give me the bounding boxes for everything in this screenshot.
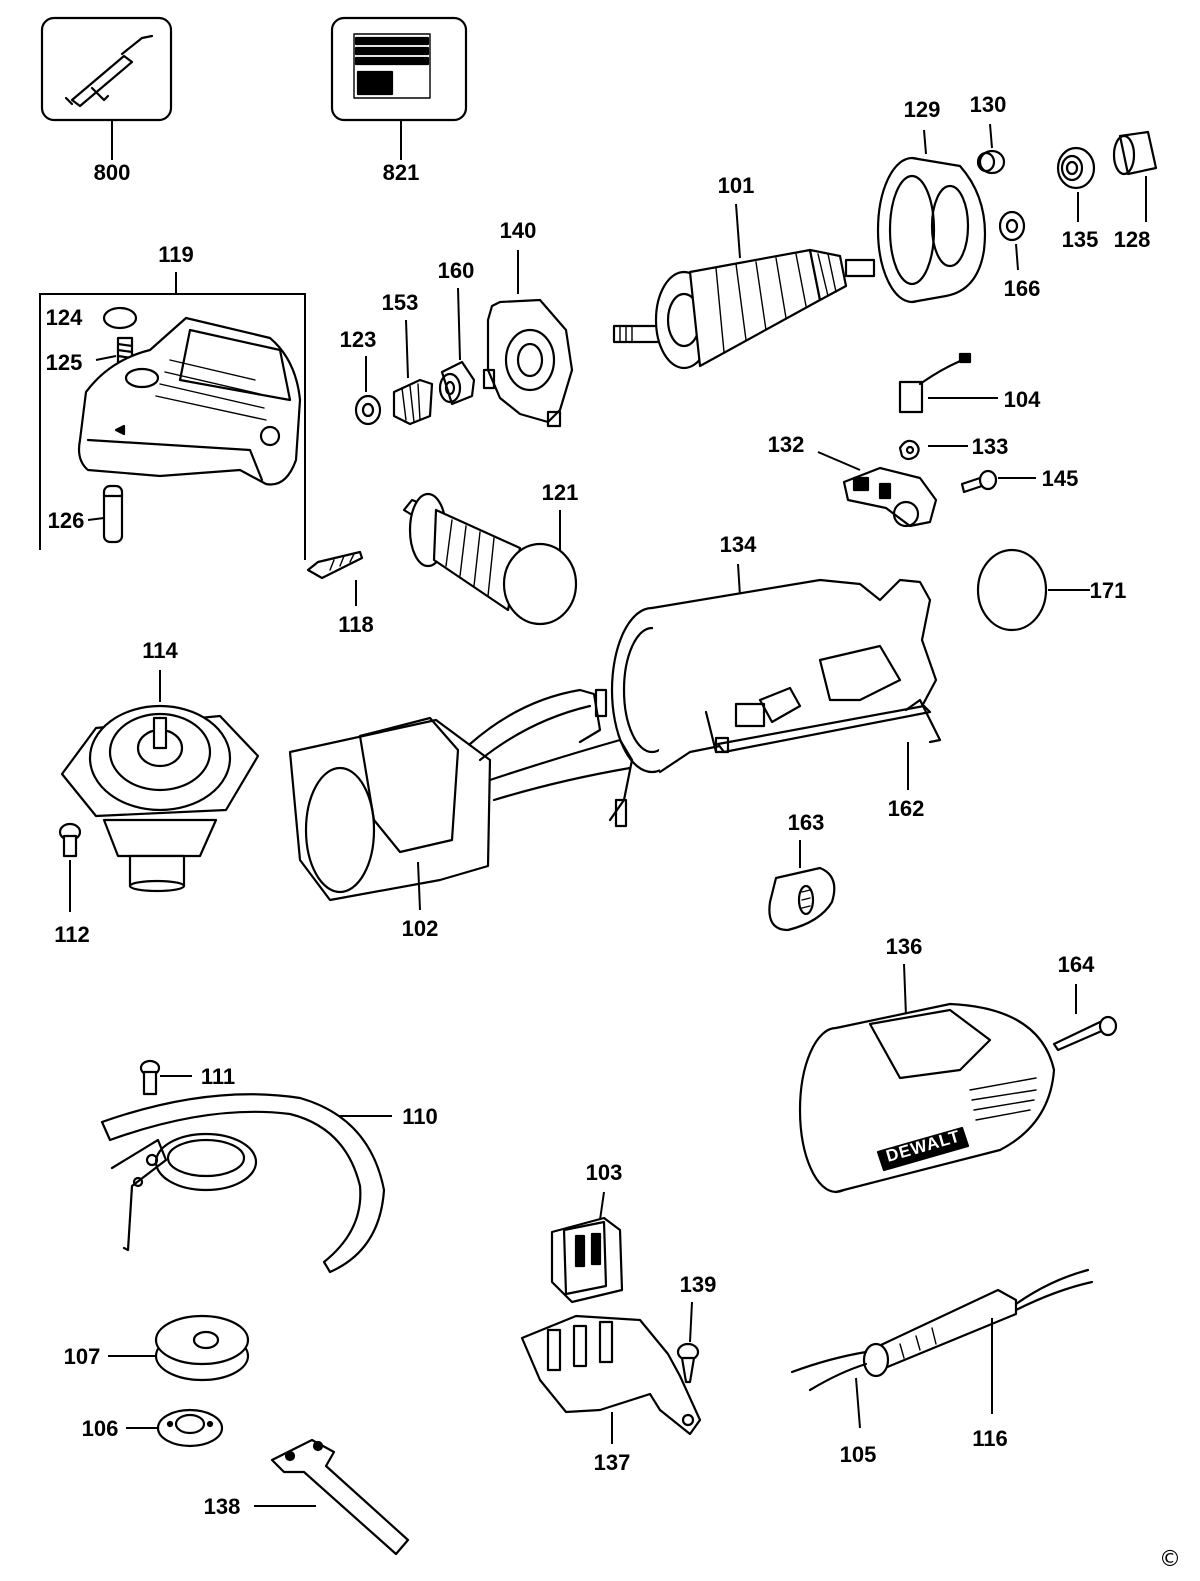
part-135-bearing	[1056, 146, 1096, 190]
part-800-tool-box	[40, 16, 173, 122]
part-139-screw	[676, 1342, 700, 1384]
part-102-field	[288, 688, 634, 902]
label-164: 164	[1058, 952, 1095, 977]
label-106: 106	[82, 1416, 119, 1441]
part-130-bushing	[976, 149, 1006, 175]
label-126: 126	[48, 508, 85, 533]
label-103: 103	[586, 1160, 623, 1185]
part-112-screw	[58, 822, 82, 858]
label-800: 800	[94, 160, 131, 185]
part-160-bearing	[438, 360, 476, 406]
part-137-switch-housing	[520, 1314, 702, 1436]
part-126-pin	[102, 484, 124, 544]
label-138: 138	[204, 1494, 241, 1519]
part-171-ring	[976, 548, 1048, 632]
part-118-screw	[306, 550, 364, 580]
part-123-nut	[354, 394, 382, 426]
label-105: 105	[840, 1442, 877, 1467]
part-116-cord	[790, 1268, 1094, 1392]
part-101-armature	[612, 248, 876, 370]
part-166-washer	[998, 210, 1026, 242]
label-166: 166	[1004, 276, 1041, 301]
label-136: 136	[886, 934, 923, 959]
part-128-sleeve	[1112, 130, 1158, 176]
label-821: 821	[383, 160, 420, 185]
part-138-wrench	[270, 1438, 410, 1556]
label-129: 129	[904, 97, 941, 122]
part-133-spring	[898, 439, 920, 461]
part-114-gear-head	[60, 704, 260, 893]
part-132-brush-holder	[842, 466, 938, 528]
part-162-cable-clip	[714, 698, 942, 754]
part-124-o-ring	[102, 306, 138, 330]
label-140: 140	[500, 218, 537, 243]
part-136-rear-cover	[798, 1002, 1056, 1194]
part-111-screw	[139, 1059, 161, 1096]
part-140-baffle	[482, 298, 574, 428]
label-101: 101	[718, 173, 755, 198]
label-123: 123	[340, 327, 377, 352]
label-118: 118	[338, 612, 374, 637]
label-102: 102	[402, 916, 439, 941]
label-110: 110	[402, 1104, 438, 1129]
label-160: 160	[438, 258, 475, 283]
part-104-brush	[898, 352, 972, 414]
part-145-screw	[960, 469, 998, 494]
label-135: 135	[1062, 227, 1099, 252]
label-119: 119	[158, 242, 194, 267]
label-130: 130	[970, 92, 1007, 117]
label-171: 171	[1090, 578, 1127, 603]
part-107-flange	[154, 1314, 250, 1382]
part-121-side-handle	[402, 492, 578, 626]
label-121: 121	[542, 480, 579, 505]
part-134-motor-housing	[610, 578, 938, 774]
label-107: 107	[64, 1344, 101, 1369]
label-104: 104	[1004, 387, 1041, 412]
label-132: 132	[768, 432, 805, 457]
label-145: 145	[1042, 466, 1079, 491]
label-114: 114	[142, 638, 178, 663]
copyright-mark: ©	[1159, 1547, 1181, 1572]
label-163: 163	[788, 810, 825, 835]
label-162: 162	[888, 796, 925, 821]
part-129-housing	[876, 156, 987, 304]
label-128: 128	[1114, 227, 1151, 252]
part-153-pinion	[392, 378, 434, 426]
label-139: 139	[680, 1272, 717, 1297]
part-119-gear-case	[77, 316, 302, 486]
part-164-screw	[1052, 1015, 1118, 1052]
label-116: 116	[972, 1426, 1008, 1451]
label-134: 134	[720, 532, 757, 557]
part-106-flange-nut	[156, 1408, 224, 1448]
label-112: 112	[54, 922, 90, 947]
part-103-switch	[550, 1216, 624, 1304]
label-111: 111	[201, 1064, 235, 1089]
label-133: 133	[972, 434, 1009, 459]
part-163-button	[768, 866, 836, 932]
label-124: 124	[46, 305, 83, 330]
part-110-guard	[100, 1093, 386, 1274]
label-153: 153	[382, 290, 419, 315]
part-821-label-box	[330, 16, 468, 122]
label-125: 125	[46, 350, 83, 375]
label-137: 137	[594, 1450, 631, 1475]
